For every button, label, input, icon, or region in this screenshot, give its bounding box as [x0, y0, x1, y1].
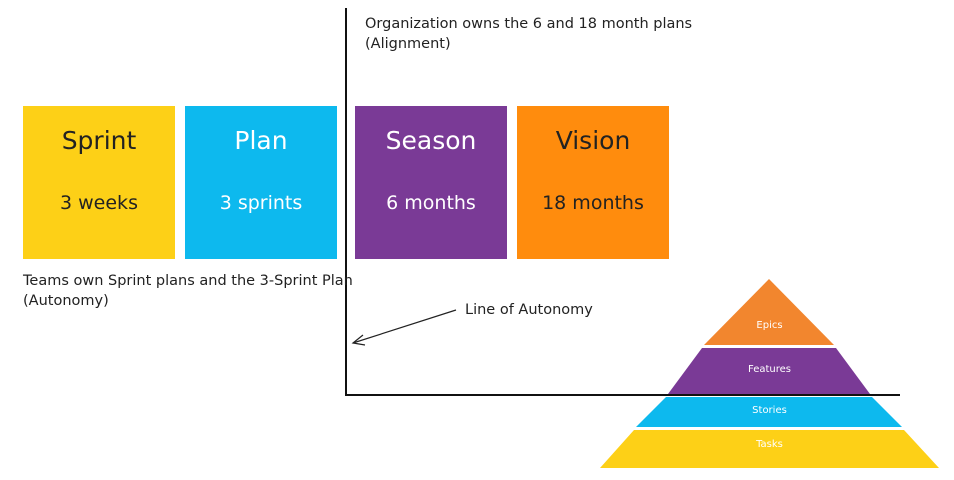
pyramid-tier-stories [636, 397, 902, 427]
org-ownership-line1: Organization owns the 6 and 18 month pla… [365, 16, 693, 32]
team-ownership-line1: Teams own Sprint plans and the 3-Sprint … [23, 273, 353, 289]
team-ownership-note: Teams own Sprint plans and the 3-Sprint … [23, 271, 353, 311]
card-plan-title: Plan [234, 126, 288, 155]
card-sprint: Sprint 3 weeks [23, 106, 175, 259]
pyramid-tier-features [668, 348, 870, 394]
card-season-title: Season [385, 126, 477, 155]
pyramid-label-tasks: Tasks [756, 439, 783, 450]
card-plan: Plan 3 sprints [185, 106, 337, 259]
card-plan-duration: 3 sprints [219, 192, 303, 214]
card-sprint-title: Sprint [61, 126, 137, 155]
pyramid-tier-epics [704, 279, 834, 345]
card-season-duration: 6 months [386, 192, 476, 214]
pyramid-label-stories: Stories [752, 405, 787, 416]
card-vision-duration: 18 months [542, 192, 644, 214]
card-vision-title: Vision [555, 126, 631, 155]
card-vision: Vision 18 months [517, 106, 669, 259]
team-ownership-line2: (Autonomy) [23, 293, 109, 309]
org-ownership-line2: (Alignment) [365, 36, 451, 52]
org-ownership-note: Organization owns the 6 and 18 month pla… [365, 14, 692, 54]
card-sprint-duration: 3 weeks [60, 192, 138, 214]
autonomy-arrow [351, 309, 457, 346]
pyramid-label-epics: Epics [756, 320, 783, 331]
pyramid-tier-tasks [600, 430, 939, 468]
pyramid-label-features: Features [748, 364, 791, 375]
line-of-autonomy-label: Line of Autonomy [465, 302, 593, 318]
card-season: Season 6 months [355, 106, 507, 259]
